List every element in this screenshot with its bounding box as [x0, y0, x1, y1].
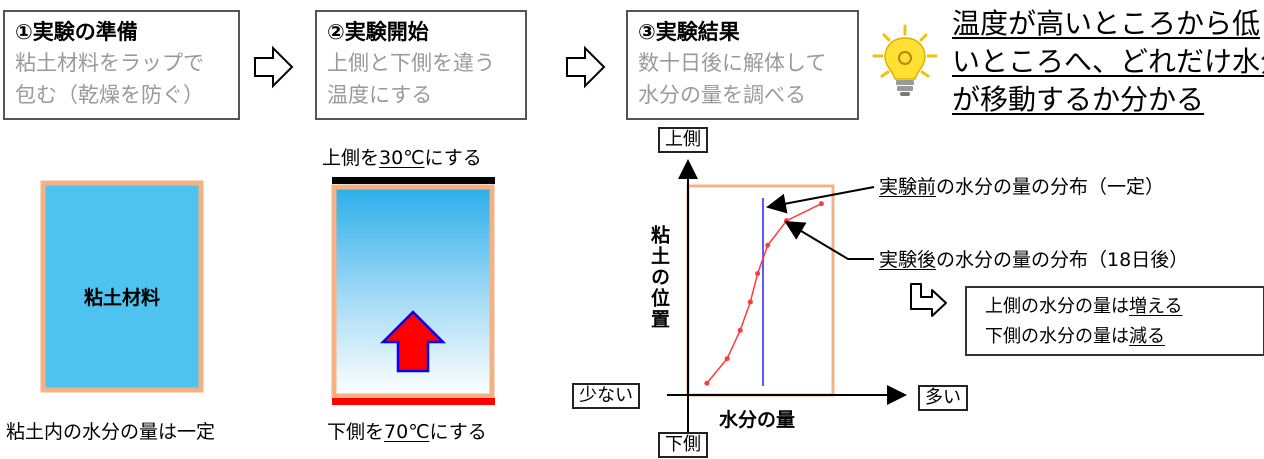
concl2-keyword: 減る [1129, 326, 1165, 347]
right-arrow-icon [566, 45, 606, 89]
step-body-line: 数十日後に解体して [638, 51, 827, 75]
after-distribution-series [704, 201, 824, 386]
after-keyword: 実験後 [879, 249, 937, 271]
annotation-arrow-before [766, 186, 875, 214]
panel1-caption: 粘土内の水分の量は一定 [6, 421, 216, 443]
step-box-result: ③実験結果 数十日後に解体して 水分の量を調べる [626, 10, 859, 120]
right-arrow-icon [254, 45, 294, 89]
step-title: ①実験の準備 [15, 20, 138, 44]
step-title: ③実験結果 [638, 20, 740, 44]
before-keyword: 実験前 [879, 176, 937, 198]
summary-line-2: いところへ、どれだけ水分 [952, 45, 1264, 78]
top-prefix: 上側を [322, 147, 380, 169]
after-distribution-point [704, 380, 710, 386]
after-distribution-point [818, 201, 824, 207]
axis-top-label: 上側 [658, 127, 708, 153]
bottom-suffix: にする [429, 421, 487, 443]
bottom-prefix: 下側を [327, 421, 385, 443]
hot-plate [332, 398, 495, 405]
top-suffix: にする [424, 147, 482, 169]
summary-line-1: 温度が高いところから低 [952, 7, 1261, 40]
cold-plate [332, 177, 495, 184]
clay-material-label: 粘土材料 [84, 287, 161, 309]
axis-right-label: 多い [918, 385, 968, 411]
annotation-arrow-after [784, 220, 874, 260]
step-box-preparation: ①実験の準備 粘土材料をラップで 包む（乾燥を防ぐ） [3, 10, 240, 120]
step-body-line: 上側と下側を違う [327, 51, 495, 75]
axis-bottom-label: 下側 [658, 432, 708, 458]
clay-block [40, 180, 204, 393]
after-annotation: 実験後の水分の量の分布（18日後） [879, 245, 1188, 272]
after-distribution-point [765, 242, 771, 248]
up-arrow-icon [379, 310, 447, 373]
top-temp: 30℃ [379, 147, 425, 169]
step-body-line: 温度にする [327, 83, 433, 107]
conclusion-line-lower: 下側の水分の量は減る [985, 322, 1245, 352]
concl1-text: 上側の水分の量は [985, 296, 1129, 317]
after-distribution-point [724, 356, 730, 362]
step-title: ②実験開始 [327, 20, 429, 44]
conclusion-box: 上側の水分の量は増える 下側の水分の量は減る [965, 286, 1264, 356]
before-text: の水分の量の分布（一定） [936, 176, 1165, 198]
y-axis-title: 粘土の位置 [648, 225, 670, 330]
conclusion-line-upper: 上側の水分の量は増える [985, 292, 1245, 322]
before-annotation: 実験前の水分の量の分布（一定） [879, 172, 1164, 199]
after-distribution-point [737, 327, 743, 333]
after-distribution-point [747, 299, 753, 305]
bottom-temperature-label: 下側を70℃にする [327, 417, 487, 444]
axis-left-label: 少ない [572, 383, 640, 409]
lightbulb-icon [872, 24, 938, 96]
bottom-temp: 70℃ [384, 421, 430, 443]
x-axis-title: 水分の量 [719, 409, 796, 431]
summary-line-3: が移動するか分かる [952, 83, 1205, 116]
graph-clay-outline [686, 184, 835, 397]
after-distribution-line [706, 202, 822, 384]
step-box-start: ②実験開始 上側と下側を違う 温度にする [315, 10, 527, 120]
turn-right-arrow-icon [910, 283, 947, 317]
top-temperature-label: 上側を30℃にする [322, 143, 482, 170]
after-distribution-point [755, 271, 761, 277]
after-text: の水分の量の分布（18日後） [936, 249, 1189, 271]
step-body-line: 粘土材料をラップで [15, 51, 204, 75]
step-body-line: 水分の量を調べる [638, 83, 806, 107]
step-body-line: 包む（乾燥を防ぐ） [15, 83, 204, 107]
concl1-keyword: 増える [1129, 296, 1183, 317]
concl2-text: 下側の水分の量は [985, 326, 1129, 347]
